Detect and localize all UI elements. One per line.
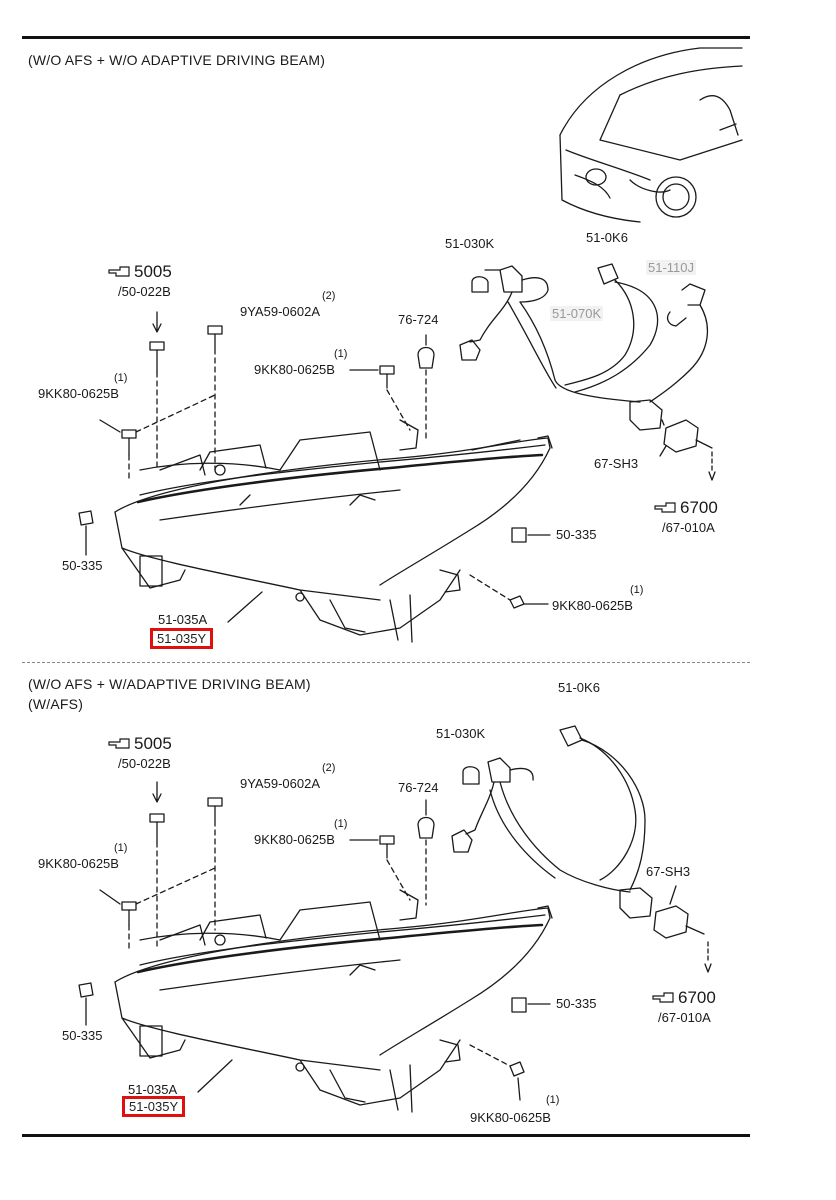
- ref-5005-2[interactable]: 5005: [108, 734, 172, 754]
- label-51-0k6-2[interactable]: 51-0K6: [558, 680, 600, 695]
- ref-6700[interactable]: 6700: [654, 498, 718, 518]
- headlamp-assembly-2: [114, 889, 553, 1113]
- qty-9ya59-2: (2): [322, 762, 336, 774]
- wire-harness-2: [451, 725, 712, 973]
- label-76-724[interactable]: 76-724: [398, 312, 439, 327]
- label-50-335-left-2[interactable]: 50-335: [62, 1028, 103, 1043]
- qty-9kk80-right: (1): [630, 584, 644, 596]
- ref-5005-code: 5005: [134, 262, 172, 281]
- bolt-upper-left: [149, 311, 165, 373]
- label-51-035a[interactable]: 51-035A: [158, 612, 208, 627]
- pointing-hand-icon: [654, 502, 676, 513]
- label-9kk80-left-2[interactable]: 9KK80-0625B: [38, 856, 119, 871]
- ref-5005-code-2: 5005: [134, 734, 172, 753]
- clip-50-335-left-2: [78, 982, 94, 1026]
- label-51-110j[interactable]: 51-110J: [646, 260, 697, 275]
- label-9kk80-mid[interactable]: 9KK80-0625B: [254, 362, 335, 377]
- bolt-9ya59-2: [207, 797, 223, 931]
- label-51-030k[interactable]: 51-030K: [445, 236, 495, 251]
- label-50-335-right[interactable]: 50-335: [556, 527, 597, 542]
- label-67-sh3[interactable]: 67-SH3: [594, 456, 639, 471]
- label-51-035y-highlighted-2[interactable]: 51-035Y: [122, 1096, 186, 1117]
- ref-5005-sub-2: /50-022B: [118, 756, 171, 771]
- label-76-724-2[interactable]: 76-724: [398, 780, 439, 795]
- qty-9ya59: (2): [322, 290, 336, 302]
- qty-9kk80-right-2: (1): [546, 1094, 560, 1106]
- pointing-hand-icon: [652, 992, 674, 1003]
- leader-51-035a: [227, 591, 263, 623]
- vehicle-thumbnail: [559, 47, 743, 223]
- label-9kk80-right-2[interactable]: 9KK80-0625B: [470, 1110, 551, 1125]
- section-1-title: (W/O AFS + W/O ADAPTIVE DRIVING BEAM): [28, 52, 326, 68]
- top-rule: [22, 36, 750, 39]
- ref-5005[interactable]: 5005: [108, 262, 172, 282]
- wire-harness: [459, 263, 716, 481]
- ref-6700-code: 6700: [680, 498, 718, 517]
- label-9ya59[interactable]: 9YA59-0602A: [240, 304, 320, 319]
- pointing-hand-icon: [108, 266, 130, 277]
- section-divider: [22, 662, 750, 663]
- bolt-9kk80-left: [99, 371, 216, 481]
- qty-9kk80-left: (1): [114, 372, 128, 384]
- qty-9kk80-mid: (1): [334, 348, 348, 360]
- ref-6700-code-2: 6700: [678, 988, 716, 1007]
- grommet-76-724: [417, 334, 435, 441]
- ref-5005-sub: /50-022B: [118, 284, 171, 299]
- clip-50-335-left: [78, 510, 94, 556]
- clip-50-335-right: [511, 527, 551, 543]
- label-67-sh3-2[interactable]: 67-SH3: [646, 864, 691, 879]
- pointing-hand-icon: [108, 738, 130, 749]
- label-51-035a-2[interactable]: 51-035A: [128, 1082, 178, 1097]
- label-9kk80-right[interactable]: 9KK80-0625B: [552, 598, 633, 613]
- label-51-0k6[interactable]: 51-0K6: [586, 230, 628, 245]
- label-51-070k[interactable]: 51-070K: [550, 306, 604, 321]
- label-50-335-left[interactable]: 50-335: [62, 558, 103, 573]
- bolt-9kk80-right-2: [469, 1044, 525, 1101]
- ref-6700-sub-2: /67-010A: [658, 1010, 711, 1025]
- label-51-030k-2[interactable]: 51-030K: [436, 726, 486, 741]
- label-50-335-right-2[interactable]: 50-335: [556, 996, 597, 1011]
- section-2-subtitle: (W/AFS): [28, 696, 84, 712]
- qty-9kk80-left-2: (1): [114, 842, 128, 854]
- ref-6700-sub: /67-010A: [662, 520, 715, 535]
- bolt-9kk80-right: [469, 574, 549, 609]
- qty-9kk80-mid-2: (1): [334, 818, 348, 830]
- bolt-9kk80-left-2: [99, 867, 216, 951]
- bottom-rule: [22, 1134, 750, 1137]
- ref-6700-2[interactable]: 6700: [652, 988, 716, 1008]
- grommet-76-724-2: [417, 799, 435, 906]
- label-9ya59-2[interactable]: 9YA59-0602A: [240, 776, 320, 791]
- label-9kk80-mid-2[interactable]: 9KK80-0625B: [254, 832, 335, 847]
- clip-50-335-right-2: [511, 997, 551, 1013]
- headlamp-assembly: [114, 419, 553, 643]
- leader-51-035a-2: [197, 1059, 233, 1093]
- label-9kk80-left[interactable]: 9KK80-0625B: [38, 386, 119, 401]
- section-2-title: (W/O AFS + W/ADAPTIVE DRIVING BEAM): [28, 676, 311, 692]
- bolt-upper-left-2: [149, 781, 165, 951]
- label-51-035y-highlighted[interactable]: 51-035Y: [150, 628, 214, 649]
